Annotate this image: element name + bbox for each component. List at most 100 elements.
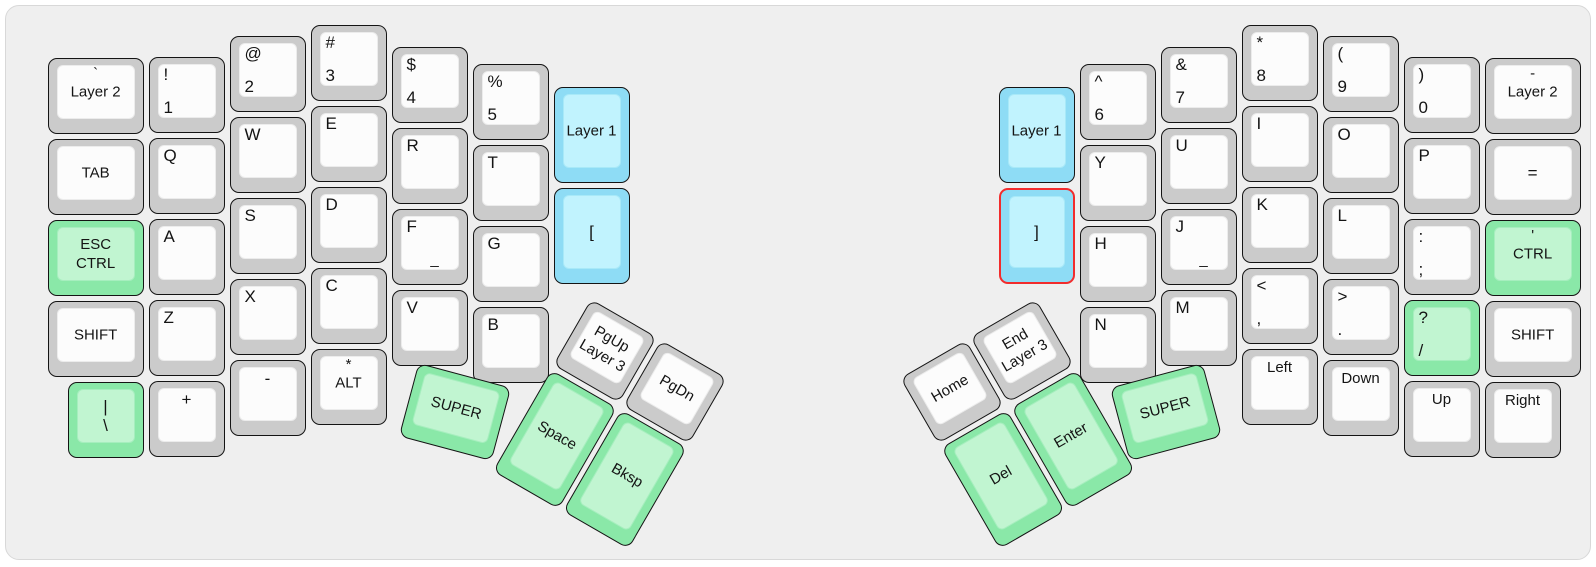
key-7[interactable]: &7 [1160,46,1237,123]
key-m-label-tl: M [1175,297,1190,317]
key-shift-right[interactable]: SHIFT [1484,300,1581,377]
key-h[interactable]: H [1079,225,1156,302]
key-super-left-top: SUPER [411,371,501,445]
key-l[interactable]: L [1322,197,1399,274]
key-k[interactable]: K [1241,186,1318,263]
key-1-label-bl: 1 [163,97,173,117]
key-o-label-tl: O [1337,124,1351,144]
key-quote-ctrl[interactable]: 'CTRL [1484,219,1581,296]
key-7-label-tl: & [1175,54,1187,74]
key-alt[interactable]: *ALT [310,348,387,425]
key-shift-left[interactable]: SHIFT [47,300,144,377]
key-3-label-bl: 3 [325,65,335,85]
key-down-arrow[interactable]: Down [1322,359,1399,436]
key-right-bracket-label-c: ] [1034,222,1039,242]
key-4-top: $4 [400,53,459,108]
key-plus-top: + [157,387,216,442]
key-2-label-tl: @ [244,43,262,63]
key-4[interactable]: $4 [391,46,468,123]
key-v[interactable]: V [391,289,468,366]
key-w-label-tl: W [244,124,261,144]
key-period[interactable]: >. [1322,278,1399,355]
key-d[interactable]: D [310,186,387,263]
key-j-label-tl: J [1175,216,1185,236]
key-6[interactable]: ^6 [1079,63,1156,140]
key-shift-right-top: SHIFT [1493,307,1572,362]
key-4-label-bl: 4 [406,87,416,107]
key-slash-top: ?/ [1412,306,1471,361]
key-i-top: I [1250,112,1309,167]
key-t[interactable]: T [472,144,549,221]
key-super-left-label-c: SUPER [428,393,484,424]
key-left-bracket[interactable]: [ [553,187,630,284]
key-2-label-bl: 2 [244,76,254,96]
key-layer2-right-top: -Layer 2 [1493,64,1572,119]
key-5[interactable]: %5 [472,63,549,140]
key-equals-top: = [1493,145,1572,200]
key-l-top: L [1331,204,1390,259]
key-comma[interactable]: <, [1241,267,1318,344]
key-pgdn-label-c: PgDn [656,371,698,406]
key-super-right-label-c: SUPER [1137,393,1193,424]
key-semicolon-label-tl: : [1418,226,1424,246]
key-layer1-right[interactable]: Layer 1 [998,86,1075,183]
key-c-top: C [319,274,378,329]
key-0[interactable]: )0 [1403,56,1480,133]
key-b[interactable]: B [472,306,549,383]
key-q-label-tl: Q [163,145,177,165]
key-layer1-left[interactable]: Layer 1 [553,86,630,183]
key-s[interactable]: S [229,197,306,274]
key-right-bracket[interactable]: ] [998,187,1075,284]
key-i[interactable]: I [1241,105,1318,182]
key-p-label-tl: P [1418,145,1430,165]
key-semicolon[interactable]: :; [1403,218,1480,295]
key-j[interactable]: J_ [1160,208,1237,285]
key-slash[interactable]: ?/ [1403,299,1480,376]
key-6-label-bl: 6 [1094,104,1104,124]
key-y[interactable]: Y [1079,144,1156,221]
key-w[interactable]: W [229,116,306,193]
key-left-arrow-top: Left [1250,355,1309,410]
key-pipe-backslash[interactable]: |\ [67,381,144,458]
key-3-top: #3 [319,31,378,86]
key-m[interactable]: M [1160,289,1237,366]
key-p[interactable]: P [1403,137,1480,214]
key-layer2-right[interactable]: -Layer 2 [1484,57,1581,134]
key-q-top: Q [157,144,216,199]
key-layer2-left[interactable]: `Layer 2 [47,57,144,134]
key-1[interactable]: !1 [148,56,225,133]
key-f-label-bc: _ [430,250,439,268]
key-g[interactable]: G [472,225,549,302]
key-e[interactable]: E [310,105,387,182]
key-q[interactable]: Q [148,137,225,214]
key-3[interactable]: #3 [310,24,387,101]
key-n[interactable]: N [1079,306,1156,383]
key-minus[interactable]: - [229,359,306,436]
key-c[interactable]: C [310,267,387,344]
key-tab[interactable]: TAB [47,138,144,215]
key-equals[interactable]: = [1484,138,1581,215]
key-r[interactable]: R [391,127,468,204]
key-a[interactable]: A [148,218,225,295]
key-9[interactable]: (9 [1322,35,1399,112]
key-1-top: !1 [157,63,216,118]
key-left-arrow[interactable]: Left [1241,348,1318,425]
key-up-arrow[interactable]: Up [1403,380,1480,457]
key-plus[interactable]: + [148,380,225,457]
key-right-arrow[interactable]: Right [1484,381,1561,458]
key-2[interactable]: @2 [229,35,306,112]
key-o[interactable]: O [1322,116,1399,193]
key-u[interactable]: U [1160,127,1237,204]
key-period-label-tl: > [1337,286,1348,306]
key-x[interactable]: X [229,278,306,355]
key-z[interactable]: Z [148,299,225,376]
key-8[interactable]: *8 [1241,24,1318,101]
key-down-arrow-top: Down [1331,366,1390,421]
key-f[interactable]: F_ [391,208,468,285]
key-b-top: B [481,313,540,368]
key-right-bracket-top: ] [1008,195,1065,268]
